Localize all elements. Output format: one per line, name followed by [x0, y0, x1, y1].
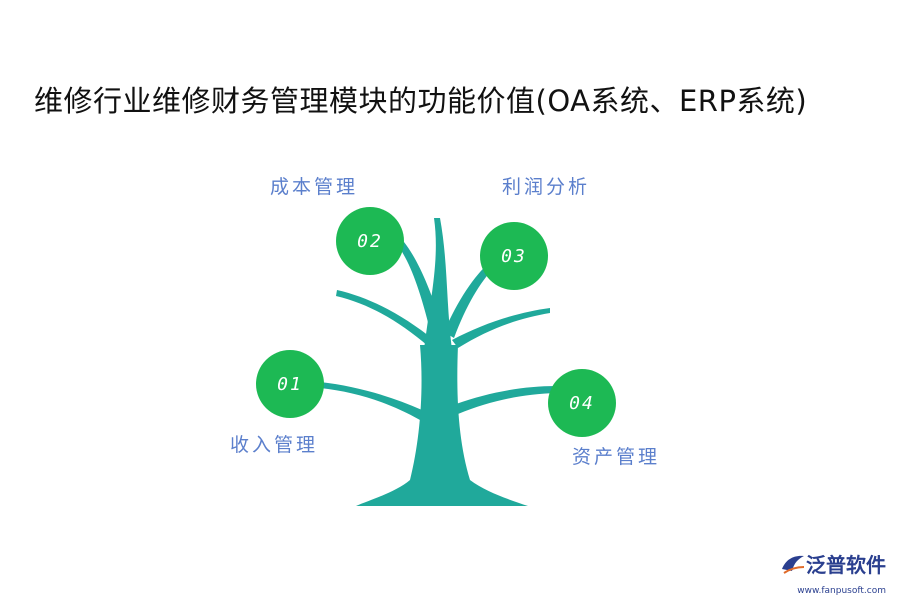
branch-right-upper	[452, 308, 550, 348]
branch-left-upper	[336, 290, 434, 346]
logo-mark-icon	[782, 555, 805, 574]
label-cost-management: 成本管理	[270, 176, 359, 198]
node-02: 02	[336, 207, 404, 275]
label-asset-management: 资产管理	[572, 446, 661, 468]
branch-04	[456, 386, 556, 414]
node-01: 01	[256, 350, 324, 418]
brand-logo: 泛普软件	[780, 549, 886, 578]
node-04: 04	[548, 369, 616, 437]
label-profit-analysis: 利润分析	[502, 176, 591, 198]
label-income-management: 收入管理	[230, 434, 319, 456]
tree-trunk	[356, 345, 528, 506]
logo-name: 泛普软件	[806, 553, 886, 577]
branch-02	[398, 242, 442, 330]
branch-01	[320, 382, 422, 420]
page-title: 维修行业维修财务管理模块的功能价值(OA系统、ERP系统)	[34, 84, 808, 118]
logo-url: www.fanpusoft.com	[797, 586, 886, 596]
node-03: 03	[480, 222, 548, 290]
branch-03	[444, 262, 494, 338]
